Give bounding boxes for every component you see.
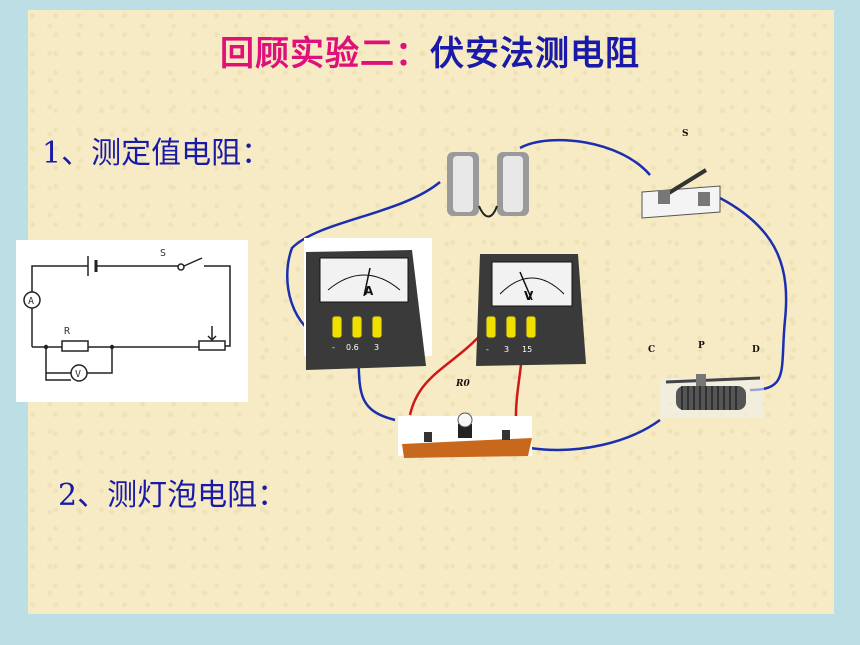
title-method-part: 伏安法测电阻 xyxy=(430,34,640,74)
schematic-ammeter-label: A xyxy=(28,296,34,307)
rheostat-d-label: D xyxy=(752,345,760,355)
voltmeter-terminal-neg: - xyxy=(486,345,489,354)
rheostat-c-label: C xyxy=(648,345,655,355)
ammeter-terminal-neg: - xyxy=(332,343,335,352)
schematic-voltmeter-label: V xyxy=(75,369,81,380)
section-bulb-resistance: 2、测灯泡电阻： xyxy=(58,478,288,513)
ammeter-terminal-06: 0.6 xyxy=(346,343,359,352)
voltmeter-symbol: V xyxy=(524,289,534,303)
voltmeter-terminal-3: 3 xyxy=(504,345,509,354)
r0-label: R0 xyxy=(455,379,470,389)
apparatus-illustration: S A - 0.6 3 V - 3 xyxy=(280,120,840,470)
section-fixed-resistor: 1、测定值电阻： xyxy=(42,136,272,171)
ammeter-symbol: A xyxy=(364,284,374,298)
knife-switch: S xyxy=(641,129,721,219)
schematic-switch-label: S xyxy=(160,248,166,259)
slide-title: 回顾实验二：伏安法测电阻 xyxy=(0,26,860,75)
battery-pack xyxy=(447,152,529,218)
ammeter: A - 0.6 3 xyxy=(304,238,432,370)
apparatus-switch-label: S xyxy=(682,129,689,139)
title-review-part: 回顾实验二： xyxy=(220,34,430,74)
sliding-rheostat: C P D xyxy=(648,341,764,418)
voltmeter: V - 3 15 xyxy=(476,254,586,366)
voltmeter-terminal-15: 15 xyxy=(522,345,532,354)
rheostat-p-label: P xyxy=(698,341,705,351)
ammeter-terminal-3: 3 xyxy=(374,343,379,352)
circuit-schematic: S R A V xyxy=(16,240,248,402)
bulb-board xyxy=(398,412,532,458)
schematic-resistor-label: R xyxy=(64,326,71,337)
